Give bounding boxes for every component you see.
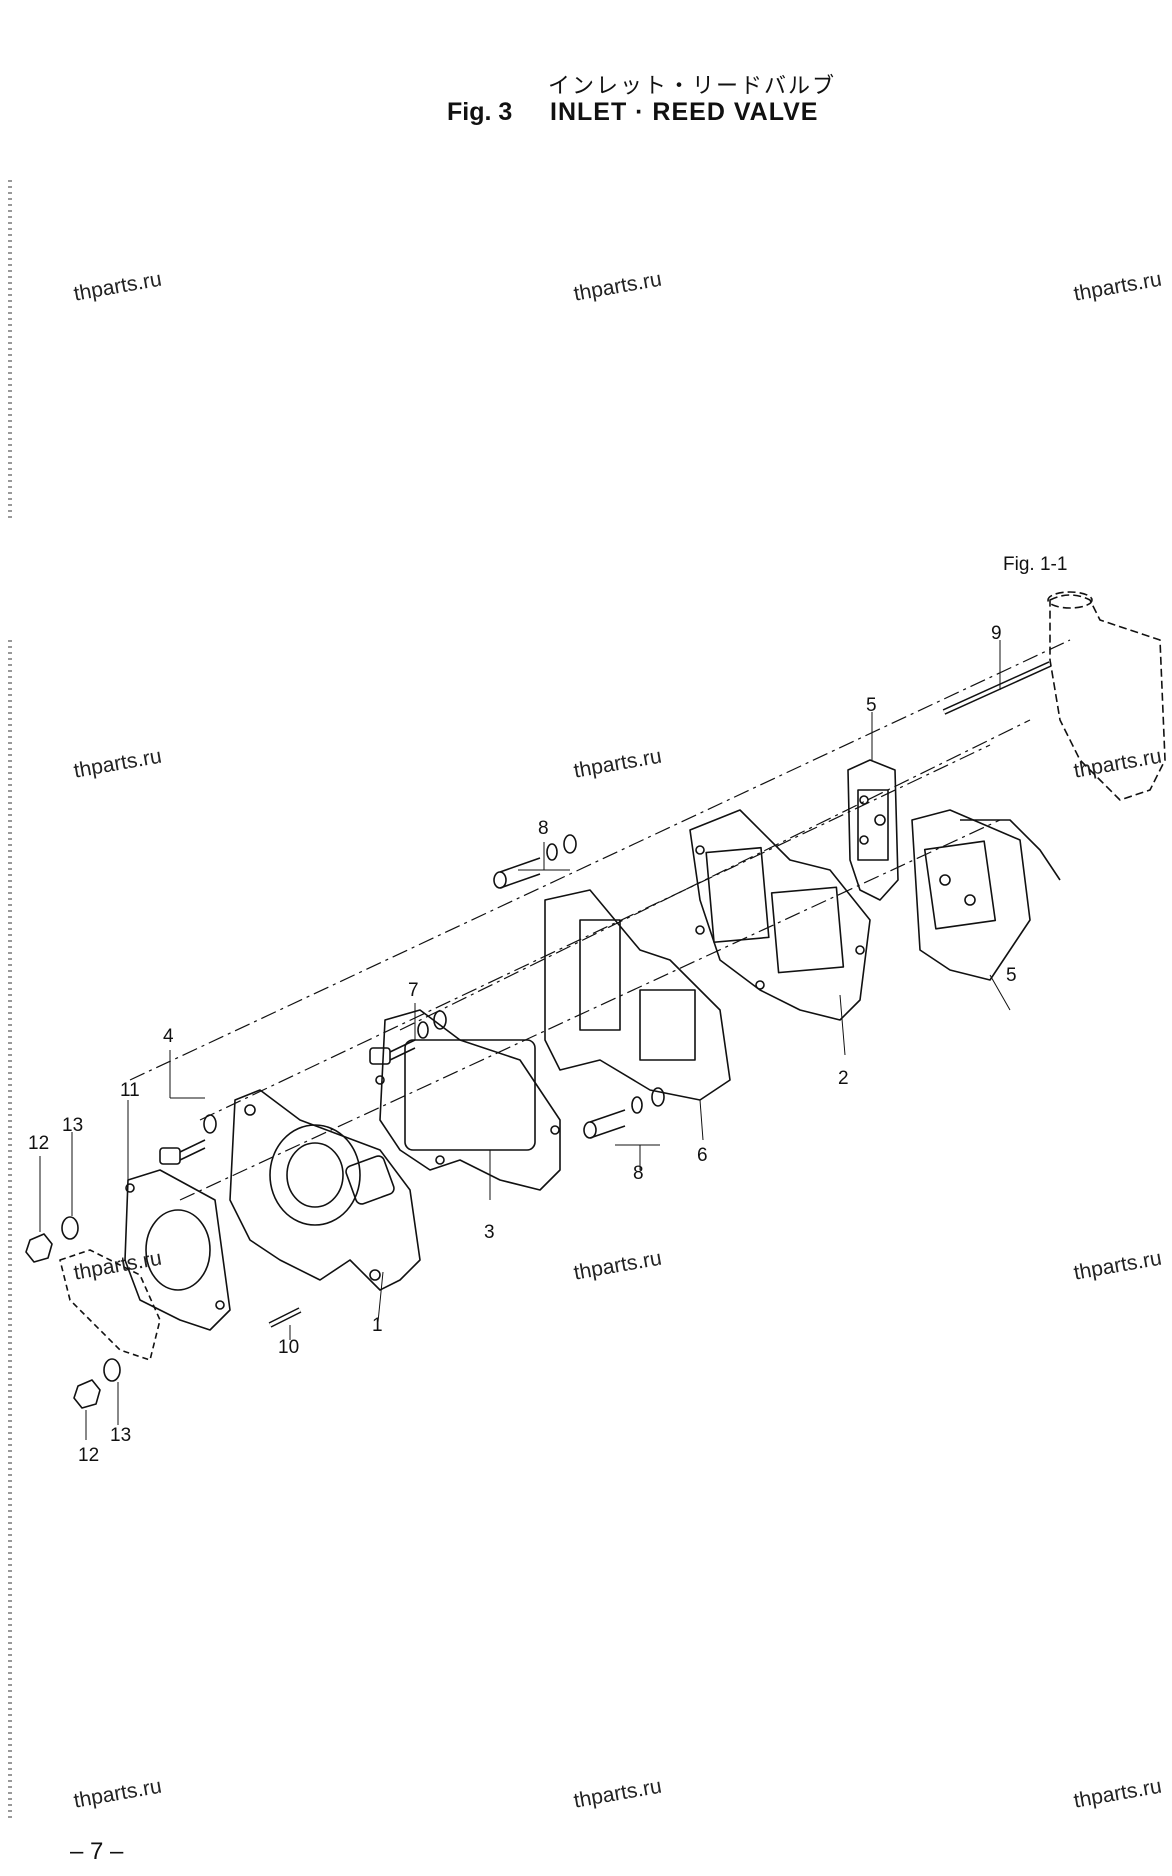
title-japanese: インレット・リードバルブ: [548, 74, 837, 99]
callout-5-upper: 5: [866, 695, 877, 716]
leader-lines: [39, 640, 1011, 1440]
part-9-stud: [942, 661, 1052, 715]
callout-10: 10: [278, 1337, 300, 1358]
callout-9: 9: [991, 623, 1002, 644]
figure-title: INLET · REED VALVE: [550, 98, 819, 126]
callout-8-lower: 8: [633, 1163, 644, 1184]
callout-1: 1: [372, 1315, 383, 1336]
callout-2: 2: [838, 1068, 849, 1089]
callout-12-lower: 12: [78, 1445, 100, 1466]
part-12-13-lower-nut-washer: [73, 1358, 121, 1409]
part-8-upper-stud: [493, 834, 577, 889]
callout-13-upper: 13: [62, 1115, 84, 1136]
part-1-inlet-housing: [229, 1089, 421, 1291]
left-bracket-outline: [59, 1249, 161, 1361]
part-5-upper-reed-valve: [847, 759, 899, 901]
part-2-reed-plate: [689, 809, 871, 1021]
page-number: – 7 –: [70, 1838, 124, 1865]
figure-reference-label: Fig. 1-1: [1003, 554, 1068, 575]
scan-edge-mark: [8, 640, 12, 1820]
part-10-stud: [268, 1307, 302, 1328]
part-12-13-upper-nut-washer: [25, 1216, 79, 1263]
engine-housing-outline: [1047, 591, 1166, 801]
callout-11: 11: [120, 1080, 140, 1101]
callout-7: 7: [408, 980, 419, 1001]
scan-edge-mark: [8, 180, 12, 520]
part-8-lower-stud: [583, 1087, 665, 1139]
part-7-bolt: [369, 1010, 447, 1065]
part-6-gasket: [544, 889, 731, 1101]
callout-5-lower: 5: [1006, 965, 1017, 986]
figure-label: Fig. 3: [447, 98, 513, 126]
part-11-gasket: [124, 1169, 231, 1331]
callout-8-upper: 8: [538, 818, 549, 839]
callout-3: 3: [484, 1222, 495, 1243]
callout-6: 6: [697, 1145, 708, 1166]
callout-4: 4: [163, 1026, 174, 1047]
callout-13-lower: 13: [110, 1425, 132, 1446]
part-4-bolt: [159, 1114, 217, 1165]
part-3-gasket: [375, 1009, 561, 1191]
callout-12-upper: 12: [28, 1133, 50, 1154]
part-5-lower-reed-valve: [911, 809, 1061, 981]
